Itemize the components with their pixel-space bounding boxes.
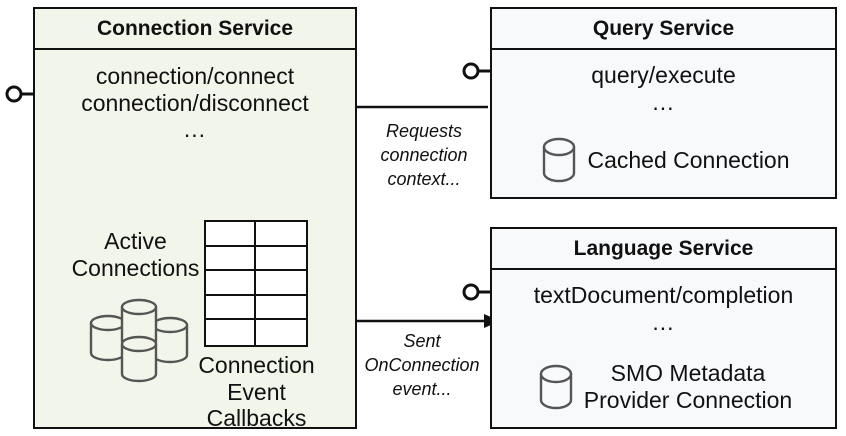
table-cell — [256, 222, 306, 247]
table-cell — [206, 246, 256, 272]
query-service-operations: query/execute ... — [492, 62, 835, 115]
connection-service-operations-ellipsis: ... — [183, 116, 207, 143]
operation-connection-connect: connection/connect — [95, 63, 295, 89]
table-cell — [206, 222, 256, 247]
operation-connection-disconnect: connection/disconnect — [81, 89, 309, 116]
connection-service-title: Connection Service — [35, 9, 355, 50]
requests-connection-context-label: Requests connection context... — [380, 121, 468, 189]
component-language-service[interactable]: Language Service textDocument/completion… — [490, 227, 837, 429]
cached-connection-item: Cached Connection — [514, 135, 817, 185]
language-service-operations-ellipsis: ... — [652, 308, 675, 335]
active-connections-label: Active Connections — [71, 228, 200, 281]
operation-query-execute: query/execute — [591, 62, 736, 88]
connection-event-callbacks-label: Connection Event Callbacks — [198, 352, 315, 432]
connection-service-body: connection/connect connection/disconnect… — [35, 50, 355, 431]
cached-connection-label: Cached Connection — [587, 146, 790, 173]
component-connection-service[interactable]: Connection Service connection/connect co… — [33, 7, 357, 431]
table-cell — [206, 271, 256, 296]
sent-onconnection-event-label: Sent OnConnection event... — [364, 331, 480, 399]
language-service-title: Language Service — [492, 229, 835, 270]
sent-onconnection-event-arrow — [340, 314, 500, 328]
table-cell — [256, 247, 306, 272]
connection-event-callbacks-table-icon — [204, 220, 308, 347]
component-query-service[interactable]: Query Service query/execute ... Cached C… — [490, 7, 837, 199]
database-cluster-icon — [89, 298, 189, 383]
table-cell — [206, 320, 256, 345]
language-service-body: textDocument/completion ... SMO Metadata… — [492, 270, 835, 427]
connection-service-operations: connection/connect connection/disconnect… — [35, 63, 355, 143]
query-service-title: Query Service — [492, 9, 835, 50]
database-icon — [539, 364, 572, 409]
table-cell — [206, 295, 256, 321]
smo-metadata-provider-connection-item: SMO Metadata Provider Connection — [510, 360, 820, 413]
requests-connection-context-arrow — [336, 100, 488, 114]
query-service-body: query/execute ... Cached Connection — [492, 50, 835, 197]
table-cell — [256, 271, 306, 296]
language-service-operations: textDocument/completion ... — [492, 282, 835, 335]
table-cell — [256, 296, 306, 321]
operation-textdocument-completion: textDocument/completion — [533, 282, 794, 308]
database-icon — [543, 137, 576, 183]
query-service-operations-ellipsis: ... — [652, 88, 675, 115]
smo-metadata-provider-connection-label: SMO Metadata Provider Connection — [583, 360, 793, 413]
table-cell — [256, 320, 306, 345]
